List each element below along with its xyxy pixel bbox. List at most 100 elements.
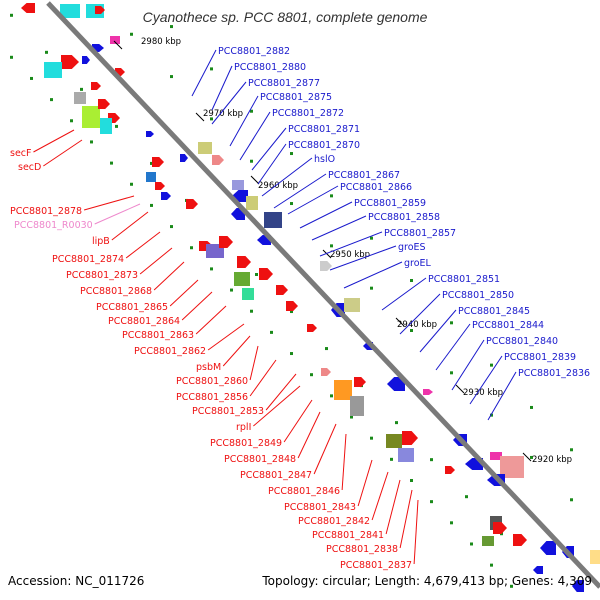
kbp-tick-mark xyxy=(250,175,260,185)
track-dot xyxy=(230,288,233,292)
gene-label-left[interactable]: PCC8801_2849 xyxy=(210,438,282,449)
leader-line xyxy=(83,195,135,211)
leader-line xyxy=(343,261,403,289)
gene-label-right[interactable]: PCC8801_2850 xyxy=(442,290,514,301)
gene-label-left[interactable]: lipB xyxy=(92,236,110,247)
gene-label-left[interactable]: PCC8801_2865 xyxy=(96,302,168,313)
track-dot xyxy=(395,421,398,425)
gene-label-left[interactable]: PCC8801_2862 xyxy=(134,346,206,357)
gene-label-left[interactable]: PCC8801_2841 xyxy=(312,530,384,541)
gene-box xyxy=(74,92,86,104)
gene-arrow xyxy=(146,131,154,137)
gene-arrow xyxy=(513,534,527,546)
gene-label-right[interactable]: PCC8801_2872 xyxy=(272,108,344,119)
gene-label-left[interactable]: PCC8801_2843 xyxy=(284,502,356,513)
gene-label-right[interactable]: PCC8801_2859 xyxy=(354,198,426,209)
gene-label-left[interactable]: PCC8801_2864 xyxy=(108,316,180,327)
gene-label-right[interactable]: groEL xyxy=(404,258,432,269)
leader-line xyxy=(222,335,251,367)
track-dot xyxy=(210,117,213,121)
gene-arrow xyxy=(212,155,224,165)
leader-line xyxy=(273,173,327,209)
gene-label-left[interactable]: PCC8801_2860 xyxy=(176,376,248,387)
gene-label-right[interactable]: PCC8801_2880 xyxy=(234,62,306,73)
gene-label-right[interactable]: PCC8801_2857 xyxy=(384,228,456,239)
gene-box xyxy=(100,118,112,134)
kbp-tick-mark xyxy=(195,112,205,122)
gene-arrow xyxy=(387,377,405,391)
gene-label-right[interactable]: PCC8801_2877 xyxy=(248,78,320,89)
gene-label-left[interactable]: secF xyxy=(10,148,31,159)
gene-label-left[interactable]: PCC8801_2842 xyxy=(298,516,370,527)
track-dot xyxy=(510,584,513,588)
gene-arrow xyxy=(219,236,233,248)
gene-label-right[interactable]: PCC8801_2882 xyxy=(218,46,290,57)
leader-line xyxy=(469,355,503,405)
gene-label-right[interactable]: PCC8801_2836 xyxy=(518,368,590,379)
leader-line xyxy=(211,81,247,125)
gene-label-right[interactable]: PCC8801_2870 xyxy=(288,140,360,151)
gene-arrow xyxy=(180,154,188,162)
gene-label-right[interactable]: PCC8801_2845 xyxy=(458,306,530,317)
gene-arrow xyxy=(286,301,298,311)
gene-label-right[interactable]: PCC8801_2839 xyxy=(504,352,576,363)
gene-label-left[interactable]: PCC8801_2878 xyxy=(10,206,82,217)
map-title: Cyanothece sp. PCC 8801, complete genome xyxy=(143,9,428,25)
track-dot xyxy=(10,55,13,59)
gene-label-left[interactable]: PCC8801_2856 xyxy=(176,392,248,403)
gene-arrow xyxy=(445,466,455,474)
leader-line xyxy=(169,279,199,307)
leader-line xyxy=(153,261,185,291)
track-dot xyxy=(450,521,453,525)
gene-label-left[interactable]: PCC8801_2873 xyxy=(66,270,138,281)
gene-label-left[interactable]: PCC8801_2853 xyxy=(192,406,264,417)
gene-label-left[interactable]: PCC8801_2848 xyxy=(224,454,296,465)
gene-label-right[interactable]: PCC8801_2875 xyxy=(260,92,332,103)
gene-label-left[interactable]: PCC8801_2847 xyxy=(240,470,312,481)
gene-label-left[interactable]: PCC8801_2846 xyxy=(268,486,340,497)
gene-label-right[interactable]: PCC8801_2858 xyxy=(368,212,440,223)
leader-line xyxy=(261,157,313,197)
gene-label-left[interactable]: PCC8801_2837 xyxy=(340,560,412,571)
gene-label-left[interactable]: secD xyxy=(18,162,41,173)
gene-label-right[interactable]: PCC8801_2851 xyxy=(428,274,500,285)
kbp-tick-label: 2950 kbp xyxy=(330,250,370,260)
track-dot xyxy=(130,182,133,186)
gene-label-left[interactable]: PCC8801_2874 xyxy=(52,254,124,265)
gene-arrow xyxy=(354,377,366,387)
gene-label-left[interactable]: PCC8801_2863 xyxy=(122,330,194,341)
gene-label-right[interactable]: PCC8801_2844 xyxy=(472,320,544,331)
gene-label-right[interactable]: PCC8801_2867 xyxy=(328,170,400,181)
gene-label-left[interactable]: PCC8801_2868 xyxy=(80,286,152,297)
track-dot xyxy=(150,203,153,207)
gene-label-right[interactable]: PCC8801_2840 xyxy=(486,336,558,347)
gene-box xyxy=(60,4,80,18)
track-dot xyxy=(30,76,33,80)
gene-arrow xyxy=(572,580,584,592)
gene-arrow xyxy=(276,285,288,295)
leader-line xyxy=(381,277,427,311)
leader-line xyxy=(297,411,321,459)
track-dot xyxy=(430,500,433,504)
track-dot xyxy=(170,75,173,79)
gene-label-right[interactable]: hslO xyxy=(314,154,335,165)
gene-label-left[interactable]: psbM xyxy=(196,362,221,373)
leader-line xyxy=(265,373,297,411)
track-dot xyxy=(290,352,293,356)
track-dot xyxy=(325,347,328,351)
gene-label-left[interactable]: PCC8801_2838 xyxy=(326,544,398,555)
gene-arrow xyxy=(95,6,105,14)
gene-label-right[interactable]: PCC8801_2866 xyxy=(340,182,412,193)
gene-box xyxy=(334,380,352,400)
track-dot xyxy=(45,50,48,54)
track-dot xyxy=(330,194,333,198)
gene-label-left[interactable]: PCC8801_R0030 xyxy=(14,220,93,231)
gene-label-right[interactable]: PCC8801_2871 xyxy=(288,124,360,135)
leader-line xyxy=(111,211,149,241)
gene-box xyxy=(242,288,254,300)
gene-label-right[interactable]: groES xyxy=(398,242,426,253)
gene-label-left[interactable]: rplI xyxy=(236,422,251,433)
track-dot xyxy=(370,436,373,440)
gene-arrow xyxy=(259,268,273,280)
